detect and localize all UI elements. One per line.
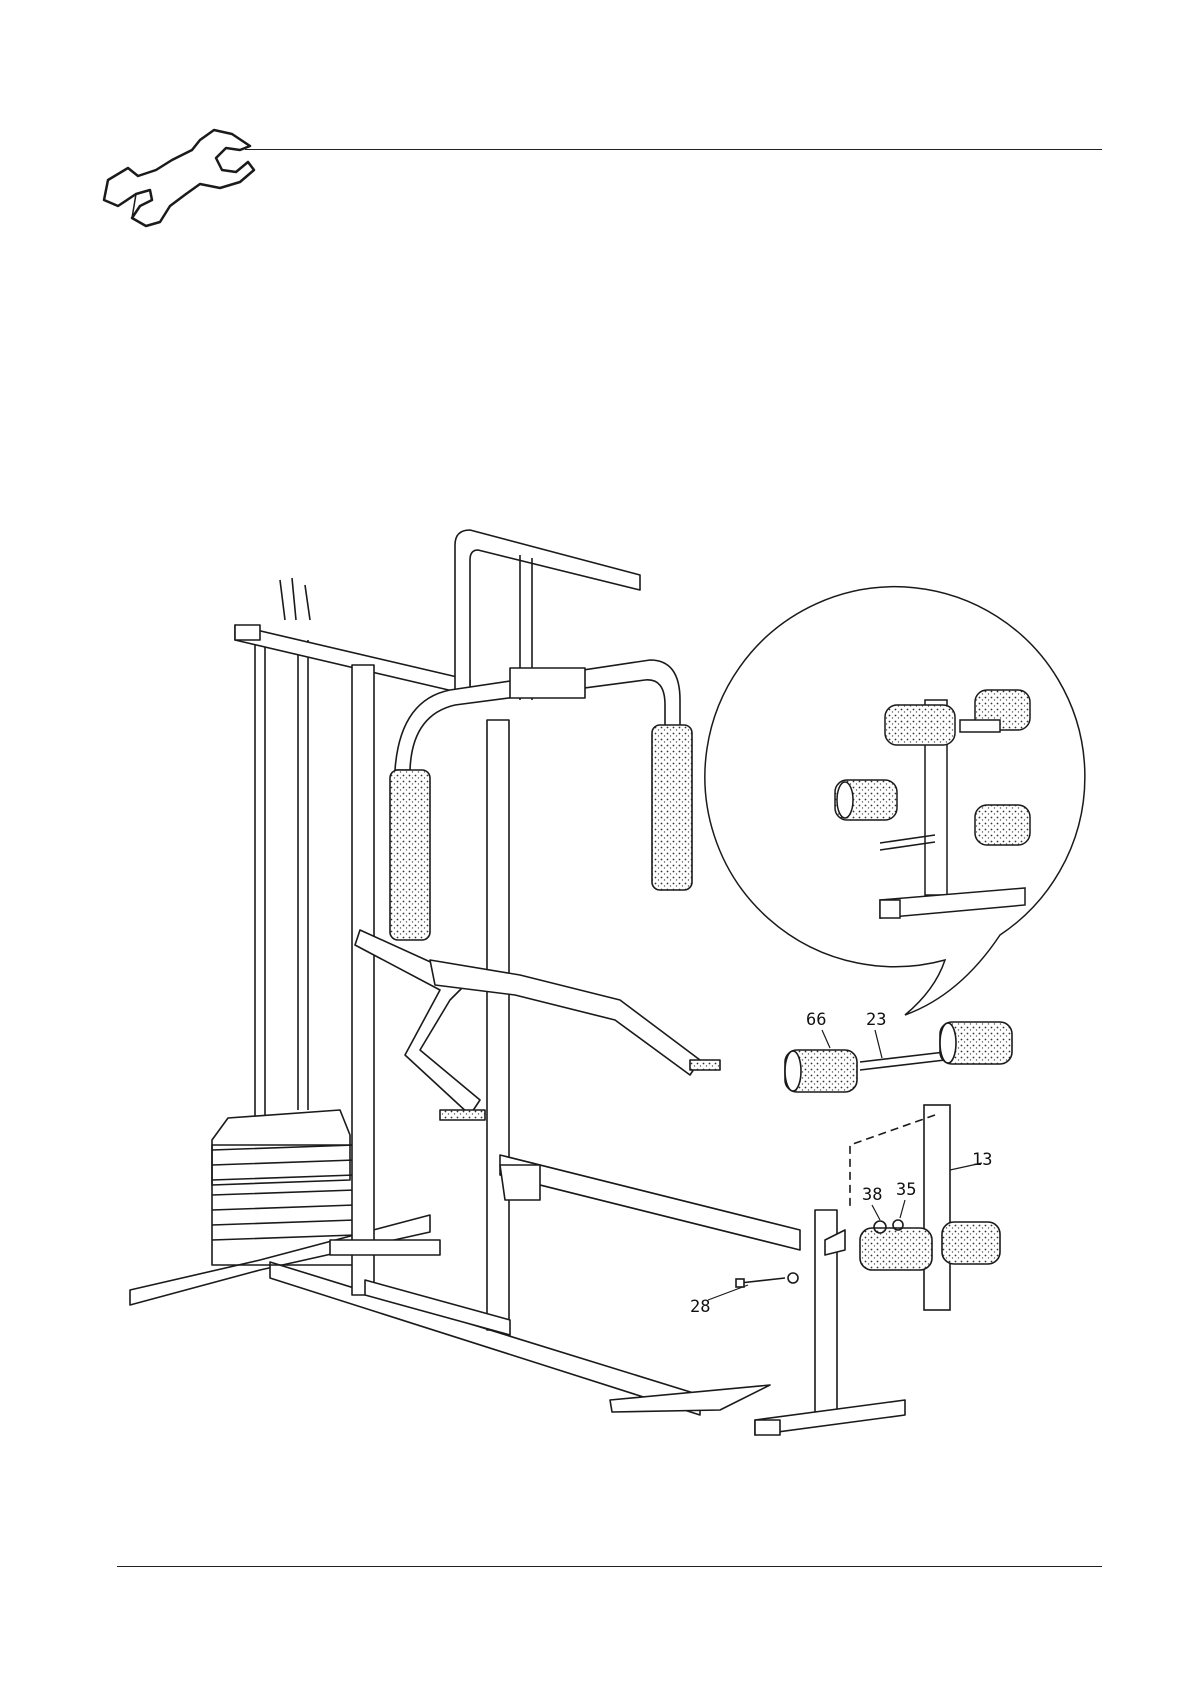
callout-35: 35 bbox=[896, 1180, 916, 1200]
callout-23: 23 bbox=[866, 1010, 886, 1030]
callout-66: 66 bbox=[806, 1010, 826, 1030]
callout-28: 28 bbox=[690, 1297, 710, 1317]
callout-13: 13 bbox=[972, 1150, 992, 1170]
callout-38: 38 bbox=[862, 1185, 882, 1205]
detail-callout-circle bbox=[705, 587, 1085, 1015]
